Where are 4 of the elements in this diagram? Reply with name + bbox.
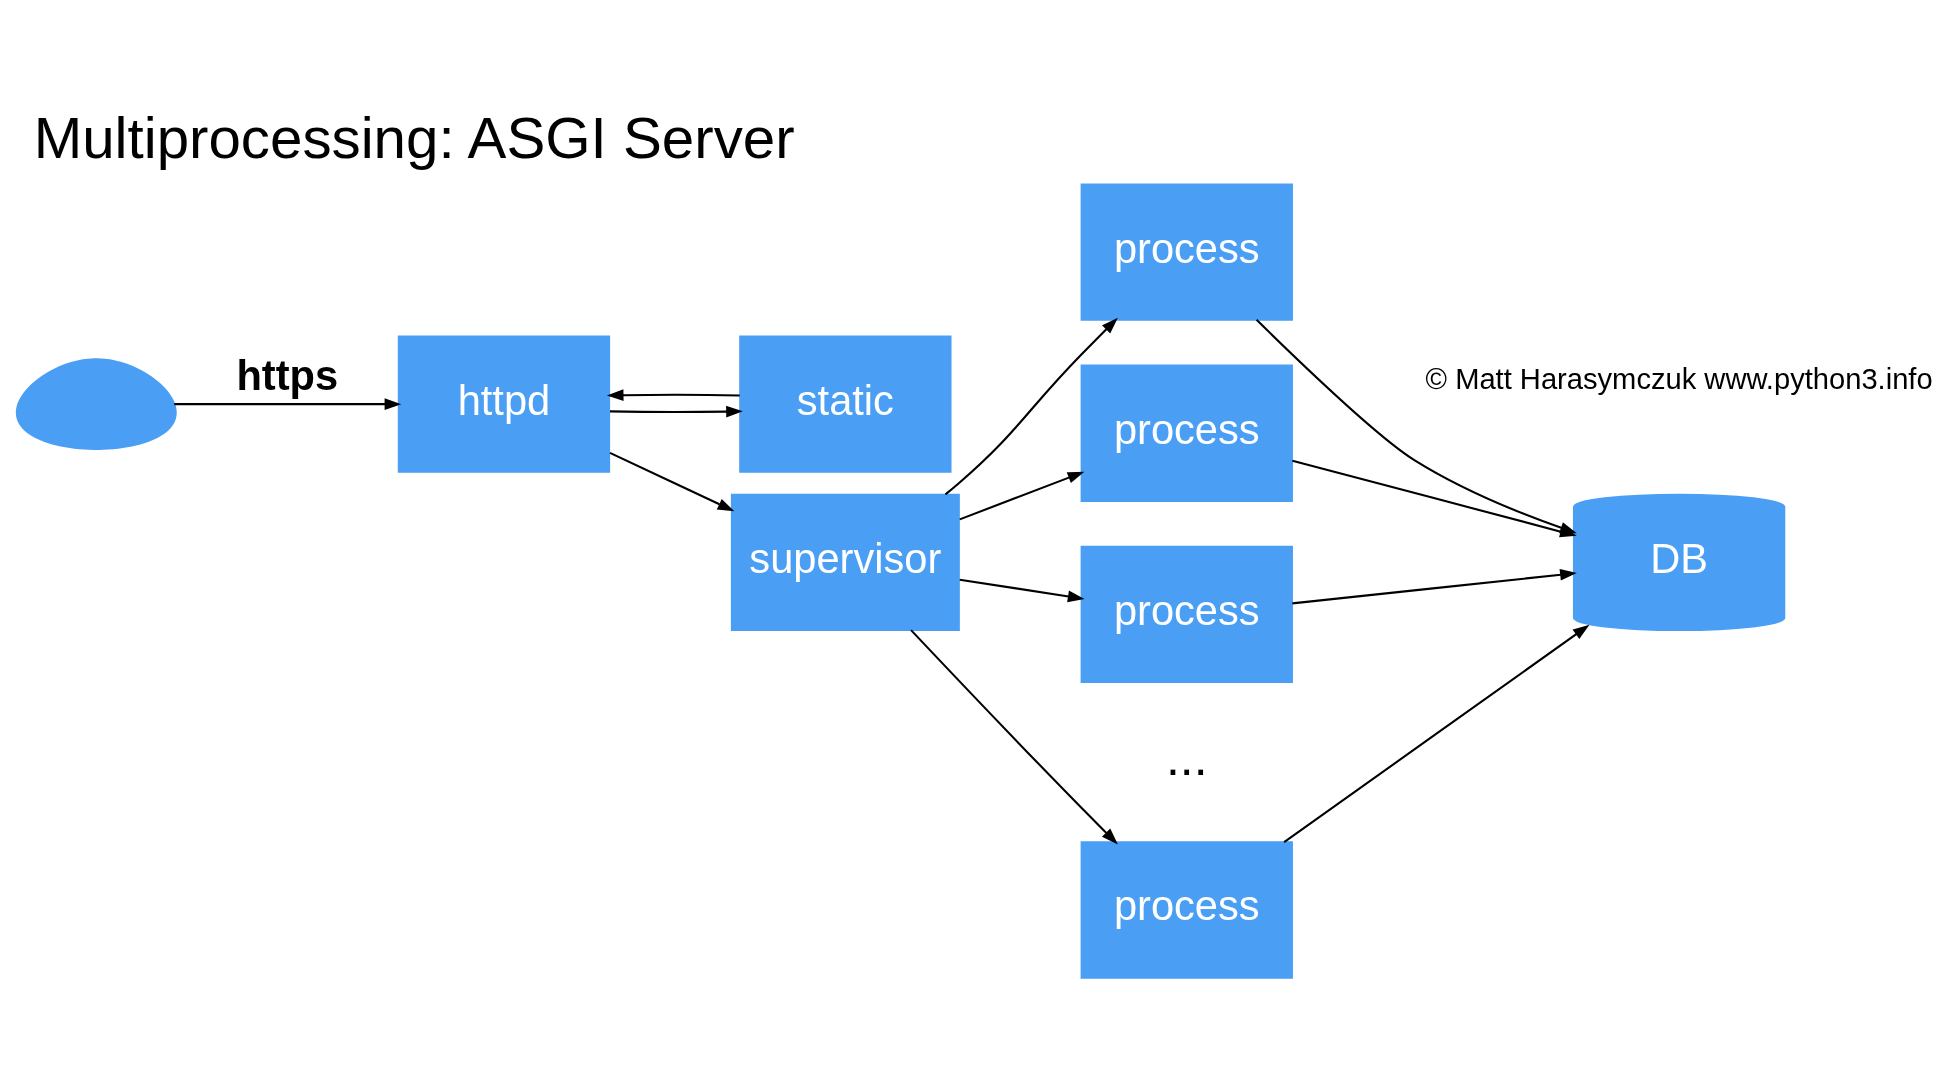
diagram-title: Multiprocessing: ASGI Server <box>33 104 795 170</box>
label: ... <box>1165 729 1208 786</box>
edge-label: https <box>236 351 339 399</box>
label: © Matt Harasymczuk www.python3.info <box>1425 362 1933 395</box>
